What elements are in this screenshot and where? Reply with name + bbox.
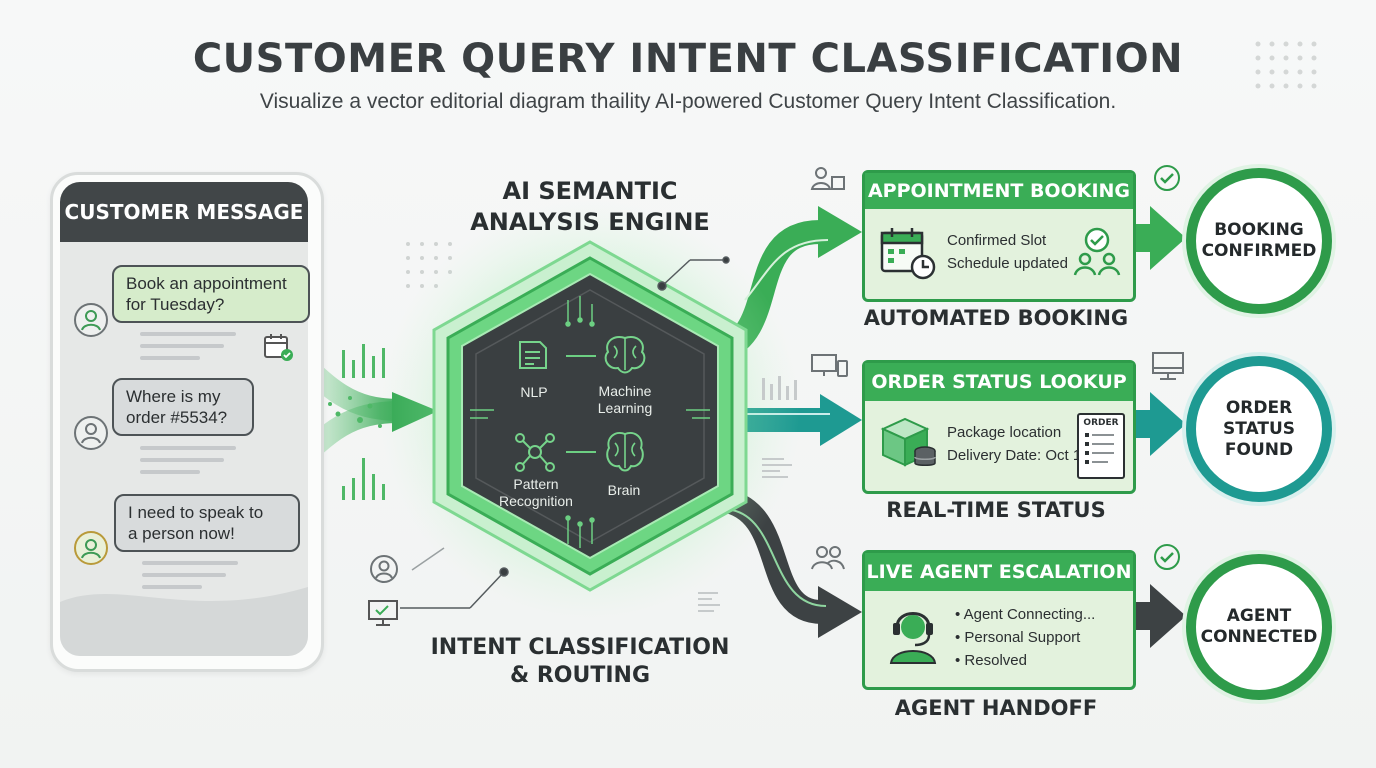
page-subtitle: Visualize a vector editorial diagram tha… (259, 90, 1117, 113)
result-circle-agent: AGENT CONNECTED (1186, 554, 1332, 700)
monitor-icon (1150, 350, 1186, 382)
brain-icon (600, 332, 650, 376)
card-header: APPOINTMENT BOOKING (865, 173, 1133, 209)
card-header: LIVE AGENT ESCALATION (865, 553, 1133, 591)
monitor-icon (366, 598, 400, 628)
message-bubble: I need to speak to a person now! (114, 494, 300, 552)
route-caption: REAL-TIME STATUS (886, 498, 1106, 522)
module-label-line: Pattern (513, 476, 559, 492)
card-header: ORDER STATUS LOOKUP (865, 363, 1133, 401)
card-detail: Confirmed Slot (947, 232, 1047, 249)
engine-title: AI SEMANTIC ANALYSIS ENGINE (440, 176, 740, 238)
dot-grid-decoration (1255, 41, 1317, 89)
engine-title-line: AI SEMANTIC (502, 177, 678, 205)
routing-label-line: INTENT CLASSIFICATION (430, 635, 730, 660)
page-title: CUSTOMER QUERY INTENT CLASSIFICATION (192, 36, 1184, 82)
route-caption: AUTOMATED BOOKING (863, 306, 1129, 330)
message-bubble: Where is my order #5534? (112, 378, 254, 436)
module-label-machine-learning: Machine Learning (588, 383, 662, 417)
card-detail: Delivery Date: Oct 12 (947, 447, 1090, 464)
result-arrow-agent (1134, 584, 1186, 648)
card-detail: • Agent Connecting... (955, 606, 1096, 623)
message-line (142, 573, 226, 577)
package-icon (879, 415, 939, 471)
route-card-agent: LIVE AGENT ESCALATION • Agent Connecting… (862, 550, 1136, 690)
result-arrow-order (1134, 392, 1186, 456)
module-label-line: Learning (597, 400, 653, 416)
result-text: CONNECTED (1200, 627, 1318, 647)
document-icon (512, 336, 552, 376)
users-icon (808, 165, 848, 195)
users-icon (808, 543, 848, 573)
message-line (140, 458, 224, 462)
message-line (140, 356, 200, 360)
person-icon (368, 553, 400, 585)
result-text: AGENT (1226, 606, 1292, 626)
check-icon (1152, 542, 1182, 572)
message-text: a person now! (128, 524, 235, 543)
routing-label-line: & ROUTING (509, 663, 650, 688)
module-label-line: Machine (598, 383, 652, 399)
card-detail: • Resolved (955, 652, 1027, 669)
calendar-icon (263, 332, 293, 362)
receipt-label: ORDER (1083, 418, 1119, 428)
message-line (142, 561, 238, 565)
engine-title-line: ANALYSIS ENGINE (470, 208, 710, 236)
calendar-icon (879, 225, 937, 281)
card-detail: Schedule updated (947, 255, 1068, 272)
message-text: order #5534? (126, 408, 228, 427)
message-line (140, 446, 236, 450)
module-label-pattern-recognition: Pattern Recognition (488, 476, 584, 510)
users-check-icon (1071, 225, 1123, 281)
route-card-order: ORDER STATUS LOOKUP Package location Del… (862, 360, 1136, 494)
result-text: ORDER (1225, 397, 1293, 418)
route-caption: AGENT HANDOFF (894, 696, 1098, 720)
route-card-booking: APPOINTMENT BOOKING Confirmed Slot Sched… (862, 170, 1136, 302)
module-label-nlp: NLP (520, 384, 548, 400)
result-circle-order: ORDER STATUS FOUND (1186, 356, 1332, 502)
customer-avatar (74, 416, 108, 450)
card-detail: Package location (947, 424, 1062, 441)
message-line (140, 332, 236, 336)
receipt-icon: ORDER (1077, 413, 1125, 479)
customer-avatar (74, 303, 108, 337)
card-detail-text: Personal Support (964, 629, 1081, 646)
module-label-brain: Brain (607, 482, 641, 498)
result-text: STATUS (1222, 418, 1295, 439)
brain-icon (602, 428, 648, 476)
check-icon (1152, 163, 1182, 193)
result-text: CONFIRMED (1201, 241, 1317, 261)
module-label-line: Recognition (499, 493, 573, 509)
customer-avatar (74, 531, 108, 565)
message-text: for Tuesday? (126, 295, 225, 314)
headset-agent-icon (885, 603, 941, 669)
message-text: I need to speak to (128, 503, 264, 522)
network-icon (512, 430, 558, 474)
message-bubble: Book an appointment for Tuesday? (112, 265, 310, 323)
devices-icon (810, 352, 850, 382)
card-detail-text: Resolved (964, 652, 1027, 669)
result-text: FOUND (1224, 439, 1294, 460)
card-detail-text: Agent Connecting... (963, 606, 1096, 623)
result-circle-booking: BOOKING CONFIRMED (1186, 168, 1332, 314)
bar-decoration (698, 376, 797, 612)
message-line (140, 344, 224, 348)
message-text: Where is my (126, 387, 221, 406)
message-line (142, 585, 202, 589)
result-arrow-booking (1134, 206, 1186, 270)
routing-label: INTENT CLASSIFICATION & ROUTING (430, 634, 730, 690)
message-line (140, 470, 200, 474)
card-detail: • Personal Support (955, 629, 1081, 646)
message-text: Book an appointment (126, 274, 287, 293)
result-text: BOOKING (1214, 220, 1304, 240)
phone-header: CUSTOMER MESSAGE (60, 182, 308, 242)
engine-hexagon (380, 200, 800, 620)
